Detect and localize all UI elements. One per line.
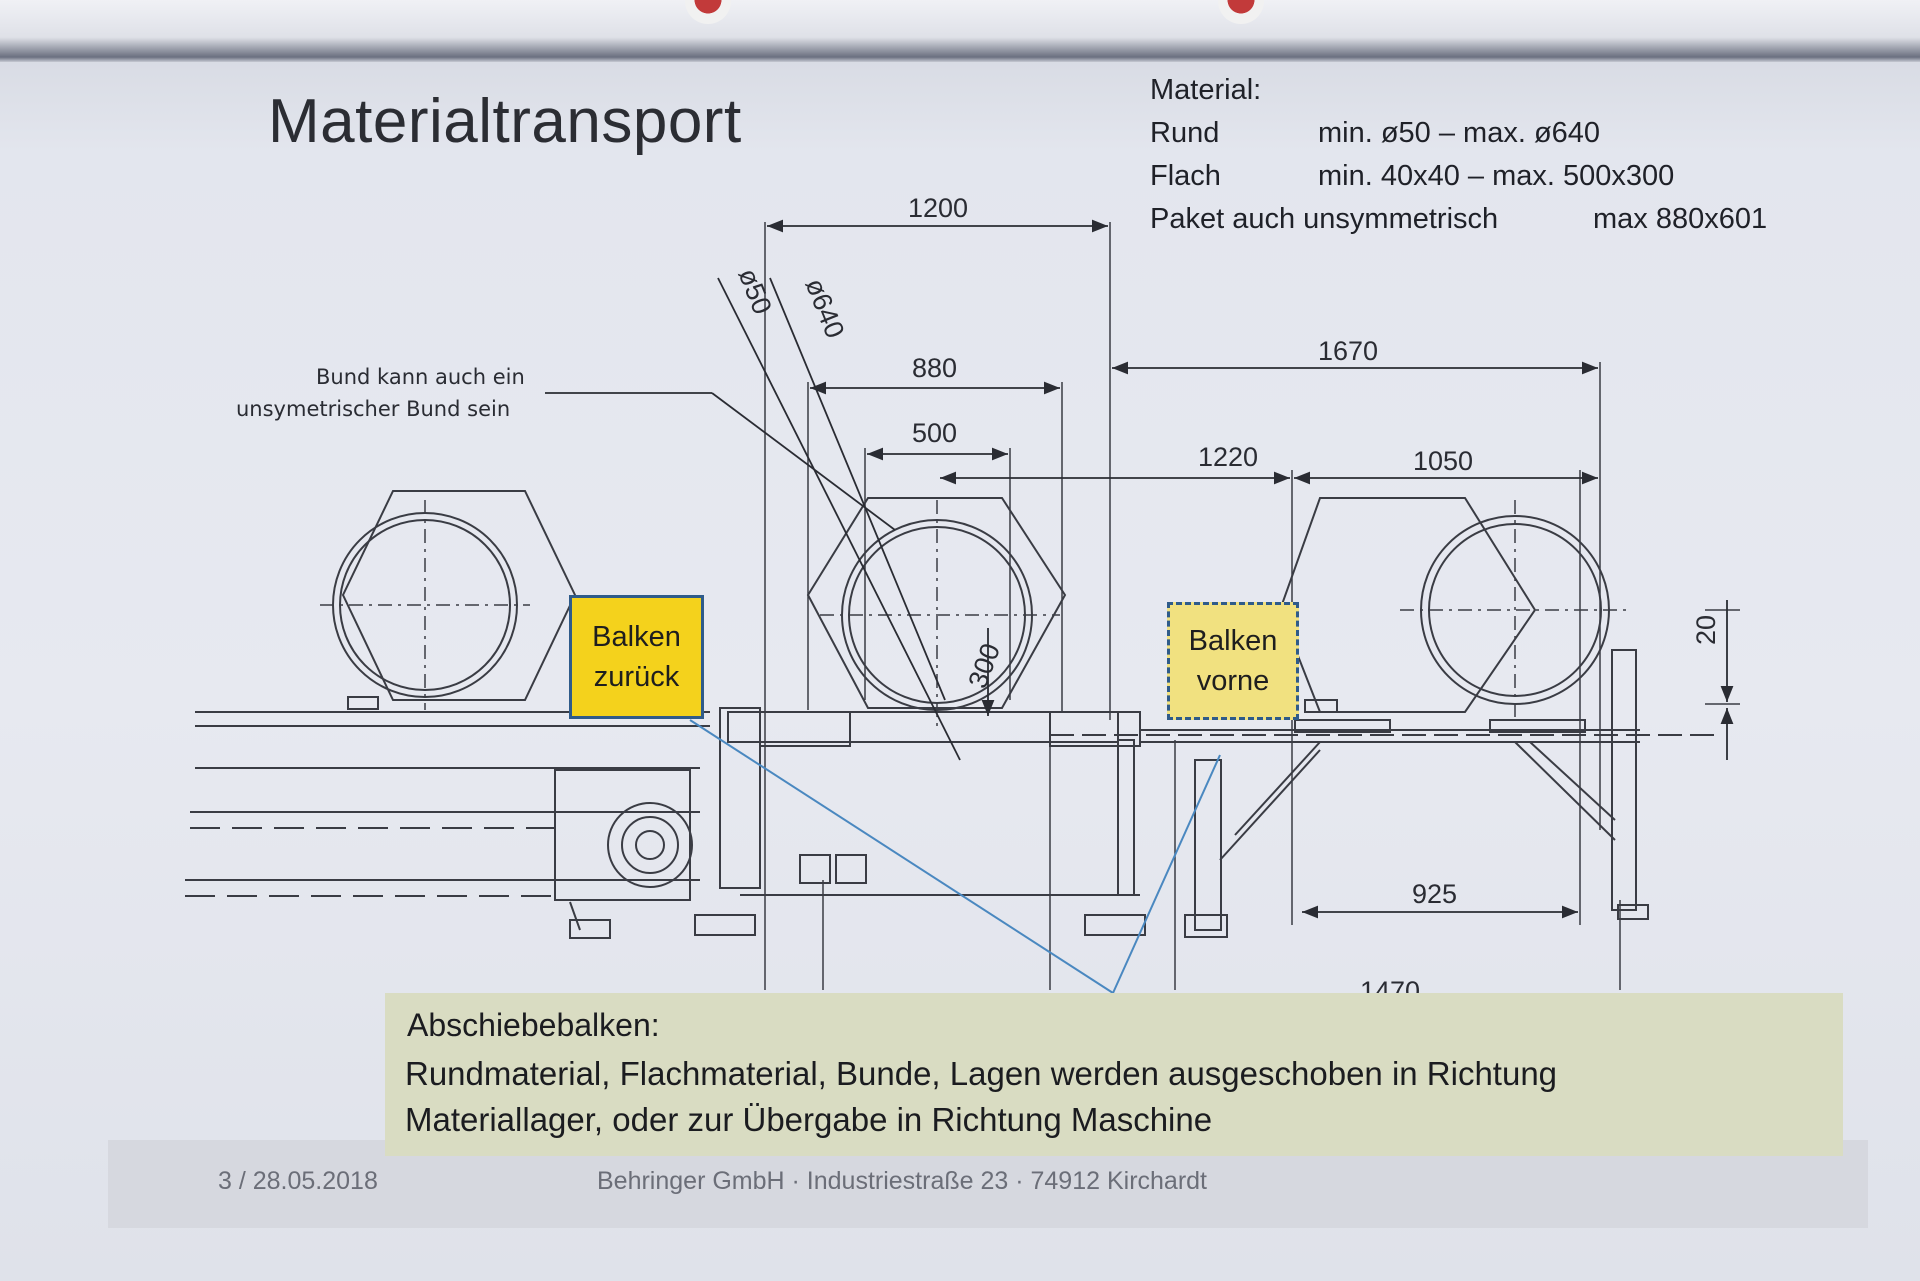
dim-phi50: ø50 [732, 264, 777, 318]
dim-1050: 1050 [1413, 446, 1473, 476]
dim-500: 500 [912, 418, 957, 448]
footer-company: Behringer GmbH · Industriestraße 23 · 74… [597, 1167, 1207, 1195]
annotation-line2: unsymetrischer Bund sein [236, 397, 510, 421]
callout-vorne-line1: Balken [1188, 625, 1278, 657]
callout-vorne-line2: vorne [1196, 665, 1270, 697]
dim-300: 300 [962, 639, 1006, 692]
callout-balken-zurueck: Balken zurück [569, 595, 704, 719]
coil-center [806, 497, 1067, 730]
dim-1220: 1220 [1198, 442, 1258, 472]
dim-1670: 1670 [1318, 336, 1378, 366]
dim-880: 880 [912, 353, 957, 383]
coil-right [1278, 497, 1630, 720]
material-label-rund: Rund [1150, 117, 1220, 149]
coil-left [320, 490, 577, 710]
callout-zurueck-line2: zurück [593, 661, 680, 693]
material-value-rund: min. ø50 – max. ø640 [1318, 117, 1601, 149]
annotation-line1: Bund kann auch ein [316, 365, 525, 389]
callout-zurueck-line1: Balken [592, 621, 681, 653]
material-value-paket: max 880x601 [1593, 203, 1768, 235]
material-value-flach: min. 40x40 – max. 500x300 [1318, 160, 1675, 192]
info-heading: Abschiebebalken: [407, 1007, 660, 1043]
material-label-flach: Flach [1150, 160, 1221, 192]
conveyor-frame [185, 649, 1720, 939]
info-box: Abschiebebalken: Rundmaterial, Flachmate… [385, 993, 1843, 1156]
page-title: Materialtransport [268, 87, 742, 156]
extension-lines [764, 222, 1740, 990]
material-heading: Material: [1150, 74, 1262, 106]
dimension-lines [545, 219, 1734, 919]
pointer-lines [689, 719, 1221, 994]
footer-page-date: 3 / 28.05.2018 [218, 1167, 378, 1195]
info-line2: Materiallager, oder zur Übergabe in Rich… [405, 1101, 1213, 1138]
dim-1200: 1200 [908, 193, 968, 223]
dim-phi640: ø640 [799, 274, 850, 342]
top-band [0, 0, 1920, 62]
dim-20: 20 [1691, 615, 1721, 645]
callout-balken-vorne: Balken vorne [1167, 602, 1299, 720]
info-line1: Rundmaterial, Flachmaterial, Bunde, Lage… [405, 1055, 1558, 1092]
material-label-paket: Paket auch unsymmetrisch [1150, 203, 1499, 235]
dim-925: 925 [1412, 879, 1457, 909]
